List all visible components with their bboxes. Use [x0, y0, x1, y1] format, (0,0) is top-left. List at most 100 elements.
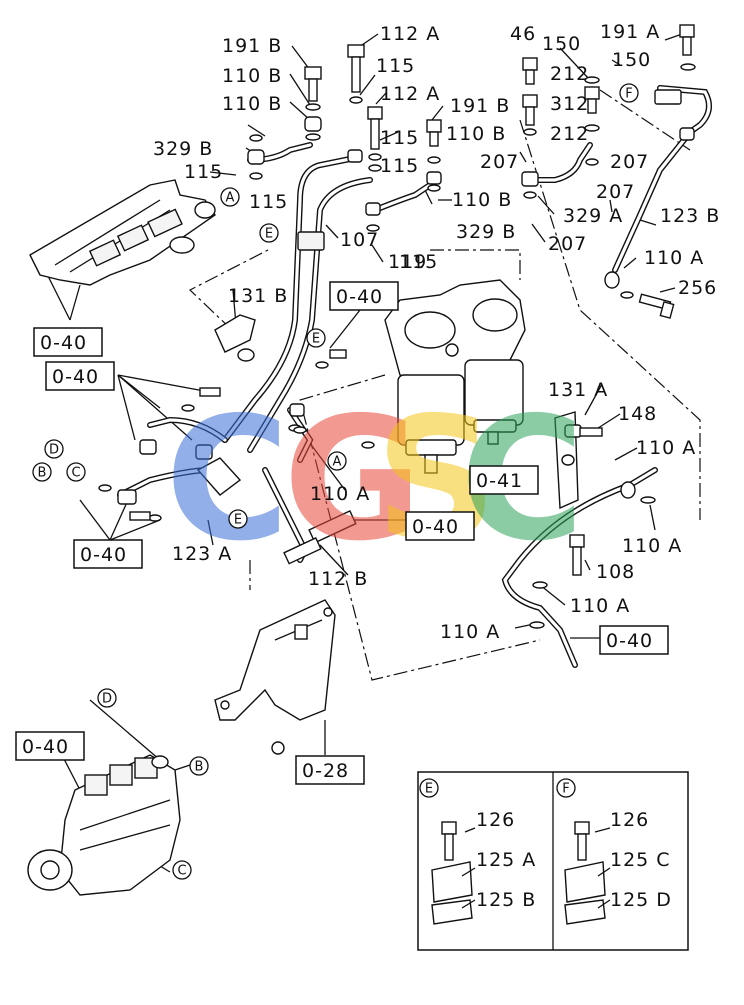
reference-circle: D: [44, 439, 64, 459]
part-label: 112 A: [380, 23, 440, 45]
reference-circle-label: E: [425, 782, 433, 797]
reference-box-label: 0-40: [52, 366, 99, 388]
part-label: 112 B: [308, 568, 368, 590]
reference-box-label: 0-41: [476, 470, 523, 492]
part-label: 207: [548, 233, 587, 255]
reference-box: 0-28: [295, 755, 365, 785]
part-label: 110 A: [310, 483, 370, 505]
reference-circle-label: B: [38, 466, 47, 481]
reference-circle-label: A: [333, 455, 342, 470]
part-label: 207: [596, 181, 635, 203]
reference-circle-label: C: [177, 864, 186, 879]
part-label: 119: [388, 251, 427, 273]
part-label: 312: [550, 93, 589, 115]
reference-box-label: 0-40: [40, 332, 87, 354]
part-label: 191 B: [222, 35, 282, 57]
part-label: 212: [550, 123, 589, 145]
part-label: 107: [340, 229, 379, 251]
part-label: 110 A: [622, 535, 682, 557]
reference-circle-label: E: [234, 513, 242, 528]
reference-circle: C: [66, 462, 86, 482]
injector-rail-assembly: [29, 179, 216, 286]
part-label: 108: [596, 561, 635, 583]
fuel-pipes: [117, 85, 712, 668]
fittings-lower-left: [98, 349, 375, 565]
part-label: 115: [380, 155, 419, 177]
part-label: 110 B: [222, 93, 282, 115]
reference-circle-label: D: [49, 443, 59, 458]
watermark-letter: C: [165, 381, 290, 579]
part-labels: 191 B 112 A 110 B 115 110 B 112 A 115 191 B 329 …: [153, 21, 720, 911]
reference-box: 0-40: [33, 327, 103, 357]
reference-box: 0-40: [45, 361, 115, 391]
watermark-letter: G: [283, 381, 423, 579]
part-label: 207: [610, 151, 649, 173]
reference-box-label: 0-40: [412, 516, 459, 538]
part-label: 126: [476, 809, 515, 831]
reference-circle-label: D: [102, 692, 112, 707]
part-label: 125 B: [476, 889, 536, 911]
fuel-filter-assembly: [384, 279, 526, 474]
reference-circle-label: E: [312, 332, 320, 347]
part-label: 125 D: [610, 889, 672, 911]
reference-boxes: 0-400-400-400-400-410-400-400-280-40: [15, 281, 669, 785]
part-label: 115: [376, 55, 415, 77]
reference-circle: B: [32, 462, 52, 482]
injection-pump: [27, 754, 181, 896]
reference-circle: E: [228, 509, 248, 529]
mounting-bracket: [214, 599, 336, 755]
part-label: 125 C: [610, 849, 671, 871]
reference-circle: F: [619, 83, 639, 103]
reference-circle-label: C: [71, 466, 80, 481]
reference-circle: E: [259, 223, 279, 243]
reference-box: 0-40: [405, 511, 475, 541]
reference-circle: D: [97, 688, 117, 708]
part-label: 191 A: [600, 21, 660, 43]
part-label: 191 B: [450, 95, 510, 117]
part-label: 46: [510, 23, 536, 45]
reference-circle: A: [327, 451, 347, 471]
part-label: 212: [550, 63, 589, 85]
part-label: 329 B: [456, 221, 516, 243]
part-label: 110 B: [446, 123, 506, 145]
part-label: 131 B: [228, 285, 288, 307]
reference-circle: A: [220, 187, 240, 207]
part-label: 115: [399, 251, 438, 273]
detail-box: [417, 771, 689, 951]
part-label: 126: [610, 809, 649, 831]
part-label: 123 B: [660, 205, 720, 227]
reference-circle-label: A: [226, 191, 235, 206]
part-label: 123 A: [172, 543, 232, 565]
part-label: 125 A: [476, 849, 536, 871]
reference-box: 0-40: [73, 539, 143, 569]
brackets: [214, 314, 603, 510]
reference-circle: B: [189, 756, 209, 776]
part-label: 110 B: [222, 65, 282, 87]
reference-circle: E: [419, 778, 439, 798]
reference-box: 0-41: [469, 465, 539, 495]
part-label: 115: [184, 161, 223, 183]
reference-circle: C: [172, 860, 192, 880]
part-label: 110 A: [636, 437, 696, 459]
reference-box-label: 0-40: [606, 630, 653, 652]
reference-box-label: 0-40: [80, 544, 127, 566]
fittings-lower-right: [529, 481, 656, 629]
reference-box: 0-40: [599, 625, 669, 655]
reference-circle: E: [306, 328, 326, 348]
reference-circle-label: F: [562, 782, 569, 797]
part-label: 329 A: [563, 205, 623, 227]
part-label: 131 A: [548, 379, 608, 401]
part-label: 256: [678, 277, 717, 299]
part-label: 110 B: [452, 189, 512, 211]
part-label: 110 A: [570, 595, 630, 617]
part-label: 115: [380, 127, 419, 149]
part-label: 112 A: [380, 83, 440, 105]
part-label: 148: [618, 403, 657, 425]
fittings-upper-right: [521, 24, 696, 319]
reference-circle-label: B: [195, 760, 204, 775]
reference-box-label: 0-28: [302, 760, 349, 782]
part-label: 150: [612, 49, 651, 71]
reference-box-label: 0-40: [22, 736, 69, 758]
